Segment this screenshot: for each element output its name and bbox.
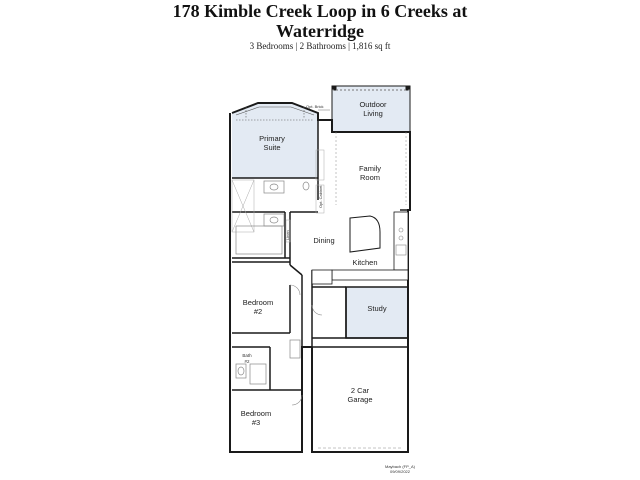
listing-subtitle: 3 Bedrooms | 2 Bathrooms | 1,816 sq ft xyxy=(249,41,391,51)
opt-cabinet-note: Opt. Cabinet xyxy=(318,185,323,208)
primary-suite-label-2: Suite xyxy=(263,143,280,152)
outdoor-living-label-2: Living xyxy=(363,109,383,118)
bath-2-label-1: Bath xyxy=(242,353,252,358)
bedroom-2-label-1: Bedroom xyxy=(243,298,273,307)
outdoor-living-fill xyxy=(332,86,410,132)
bedroom-3-label-1: Bedroom xyxy=(241,409,271,418)
garage-label-1: 2 Car xyxy=(351,386,370,395)
listing-title-line-1: 178 Kimble Creek Loop in 6 Creeks at xyxy=(172,1,468,21)
opt-brick-note: Opt. Brick xyxy=(306,104,324,109)
bedroom-2-label-2: #2 xyxy=(254,307,262,316)
kitchen-island xyxy=(349,215,381,253)
outdoor-living-outline xyxy=(331,85,411,133)
plan-code: Maybach (FP_A) xyxy=(385,464,416,469)
outdoor-living-label-1: Outdoor xyxy=(359,100,387,109)
listing-title-line-2: Waterridge xyxy=(276,21,364,41)
study-label: Study xyxy=(367,304,386,313)
kitchen-label: Kitchen xyxy=(352,258,377,267)
plan-date: 09/09/2022 xyxy=(390,469,411,474)
study-fill xyxy=(346,287,408,338)
bath-2-label-2: #2 xyxy=(244,359,250,364)
garage-label-2: Garage xyxy=(347,395,372,404)
family-room-label-2: Room xyxy=(360,173,380,182)
study-outline xyxy=(345,286,409,339)
linen-note: Linen xyxy=(285,230,290,240)
primary-suite-fill xyxy=(232,103,318,178)
family-room-label-1: Family xyxy=(359,164,381,173)
bedroom-3-label-2: #3 xyxy=(252,418,260,427)
dining-label: Dining xyxy=(313,236,334,245)
primary-suite-label-1: Primary xyxy=(259,134,285,143)
